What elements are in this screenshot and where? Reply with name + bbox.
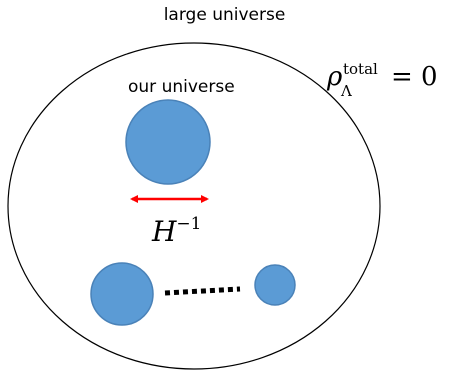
large-universe-label: large universe bbox=[163, 5, 286, 25]
rho-superscript: total bbox=[343, 60, 378, 78]
large-universe-boundary bbox=[7, 42, 381, 370]
hubble-symbol: H bbox=[152, 215, 177, 248]
hubble-radius-label: H−1 bbox=[152, 214, 202, 248]
rho-symbol: ρ bbox=[327, 62, 343, 92]
our-universe-bubble bbox=[125, 99, 211, 185]
rho-value: = 0 bbox=[391, 62, 438, 92]
bubble-universe-left bbox=[90, 262, 154, 326]
hubble-exponent: −1 bbox=[176, 214, 202, 234]
bubble-universe-right bbox=[254, 264, 296, 306]
dotted-continuation bbox=[164, 286, 241, 296]
rho-subscript: Λ bbox=[341, 82, 352, 100]
vacuum-energy-equation: ρ total Λ = 0 bbox=[327, 60, 438, 100]
our-universe-label: our universe bbox=[128, 77, 235, 97]
